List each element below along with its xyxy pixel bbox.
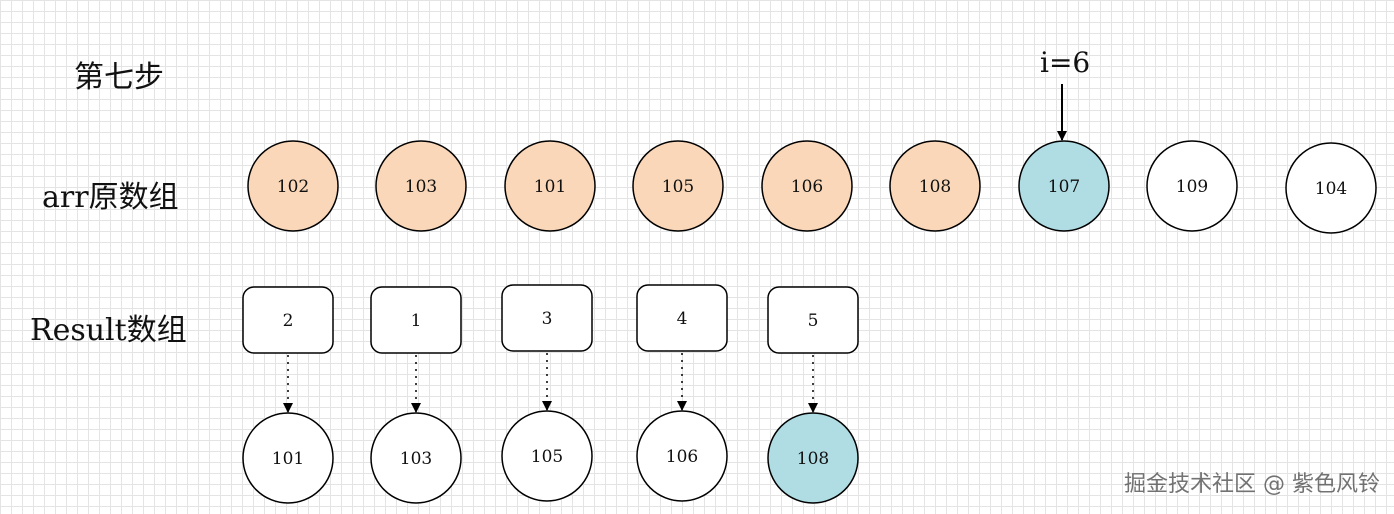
result-index-box <box>501 284 593 352</box>
arr-row-label: arr原数组 <box>42 180 179 215</box>
arr-node-value: 107 <box>1048 177 1080 197</box>
result-index-value: 4 <box>677 309 688 329</box>
arr-node-value: 106 <box>791 177 823 197</box>
result-node-value: 108 <box>797 449 829 469</box>
result-index-value: 2 <box>283 311 294 331</box>
result-node-value: 106 <box>666 447 698 467</box>
arr-node-value: 103 <box>405 177 437 197</box>
arr-node-value: 104 <box>1315 179 1347 199</box>
arr-node-circle <box>504 140 596 232</box>
result-index-box <box>767 286 859 354</box>
arr-node: 109 <box>1146 140 1238 232</box>
arr-node: 101 <box>504 140 596 232</box>
result-slot: 5 108 <box>767 286 859 504</box>
result-node-circle <box>501 410 593 502</box>
pointer-label: i=6 <box>1040 46 1091 79</box>
result-index-box <box>636 284 728 352</box>
result-index-value: 3 <box>542 309 553 329</box>
arr-node: 106 <box>761 140 853 232</box>
arr-node-circle <box>761 140 853 232</box>
result-node-circle <box>242 412 334 504</box>
result-node-circle <box>370 412 462 504</box>
result-row-label: Result数组 <box>30 313 187 348</box>
arr-node: 103 <box>375 140 467 232</box>
arr-node: 108 <box>889 140 981 232</box>
result-node-circle <box>636 410 728 502</box>
result-node-circle <box>767 412 859 504</box>
arr-node: 105 <box>632 140 724 232</box>
result-index-value: 1 <box>411 311 422 331</box>
arr-node-value: 105 <box>662 177 694 197</box>
arr-node-value: 101 <box>534 177 566 197</box>
arr-node: 107 <box>1018 140 1110 232</box>
result-slot: 2 101 <box>242 286 334 504</box>
result-index-value: 5 <box>808 311 819 331</box>
result-slot: 4 106 <box>636 284 728 502</box>
result-index-box <box>370 286 462 354</box>
arr-node-circle <box>375 140 467 232</box>
result-node-value: 105 <box>531 447 563 467</box>
result-slot: 1 103 <box>370 286 462 504</box>
arr-node-value: 108 <box>919 177 951 197</box>
watermark: 掘金技术社区 @ 紫色风铃 <box>1124 472 1380 497</box>
result-index-box <box>242 286 334 354</box>
arr-node-value: 109 <box>1176 177 1208 197</box>
arr-node-circle <box>632 140 724 232</box>
arr-node: 104 <box>1285 142 1377 234</box>
result-slot: 3 105 <box>501 284 593 502</box>
arr-node-value: 102 <box>277 177 309 197</box>
result-node-value: 101 <box>272 449 304 469</box>
result-node-value: 103 <box>400 449 432 469</box>
step-title: 第七步 <box>74 60 164 95</box>
arr-node-circle <box>1018 140 1110 232</box>
arr-node-circle <box>247 140 339 232</box>
arr-node-circle <box>1146 140 1238 232</box>
arr-node-circle <box>889 140 981 232</box>
arr-node-circle <box>1285 142 1377 234</box>
arr-node: 102 <box>247 140 339 232</box>
